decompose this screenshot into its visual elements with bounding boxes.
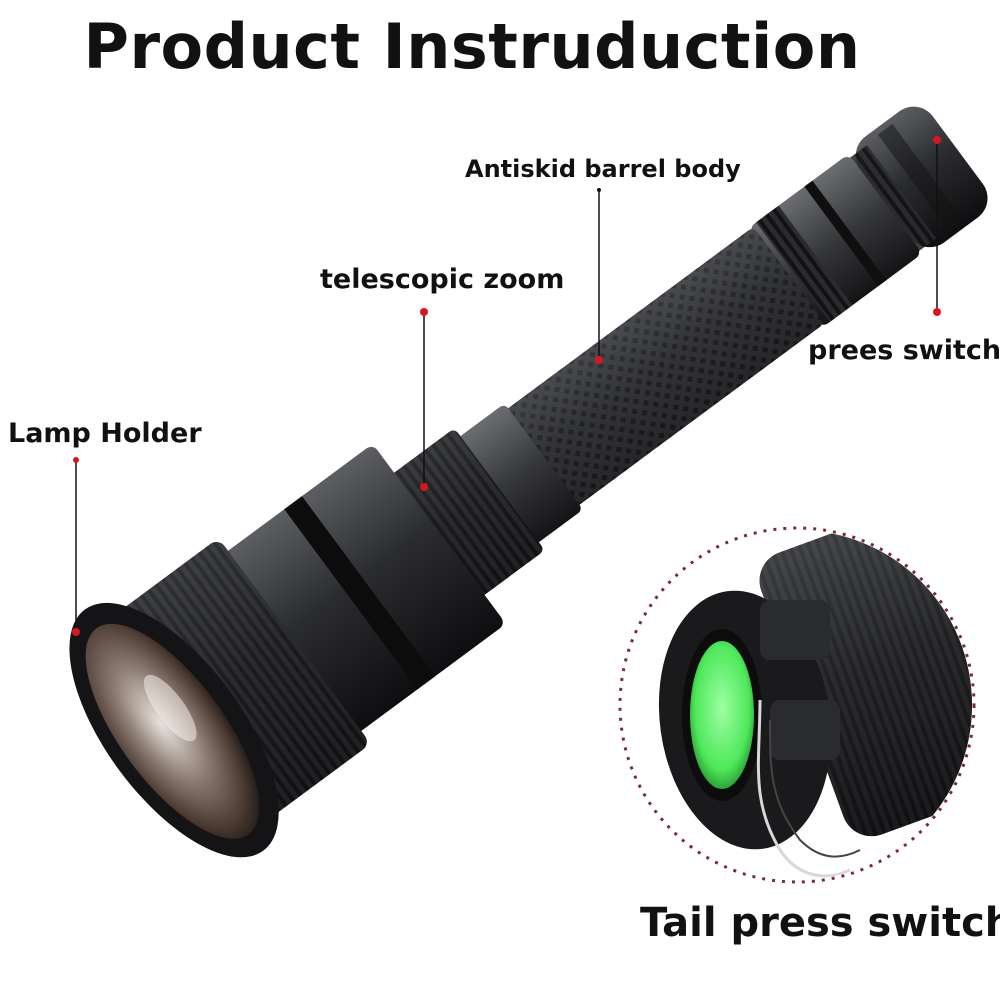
antiskid-label: Antiskid barrel body	[465, 155, 741, 183]
telescopic-zoom-label: telescopic zoom	[320, 264, 565, 295]
tail-press-switch-label: Tail press switch	[640, 900, 1000, 946]
tail-switch-inset	[618, 526, 976, 884]
callout-markers	[72, 136, 941, 636]
press-switch-label: prees switch	[808, 335, 1000, 366]
lamp-holder-label: Lamp Holder	[8, 418, 202, 449]
page-title: Product Instruduction	[83, 10, 861, 83]
flashlight-body	[69, 106, 988, 858]
